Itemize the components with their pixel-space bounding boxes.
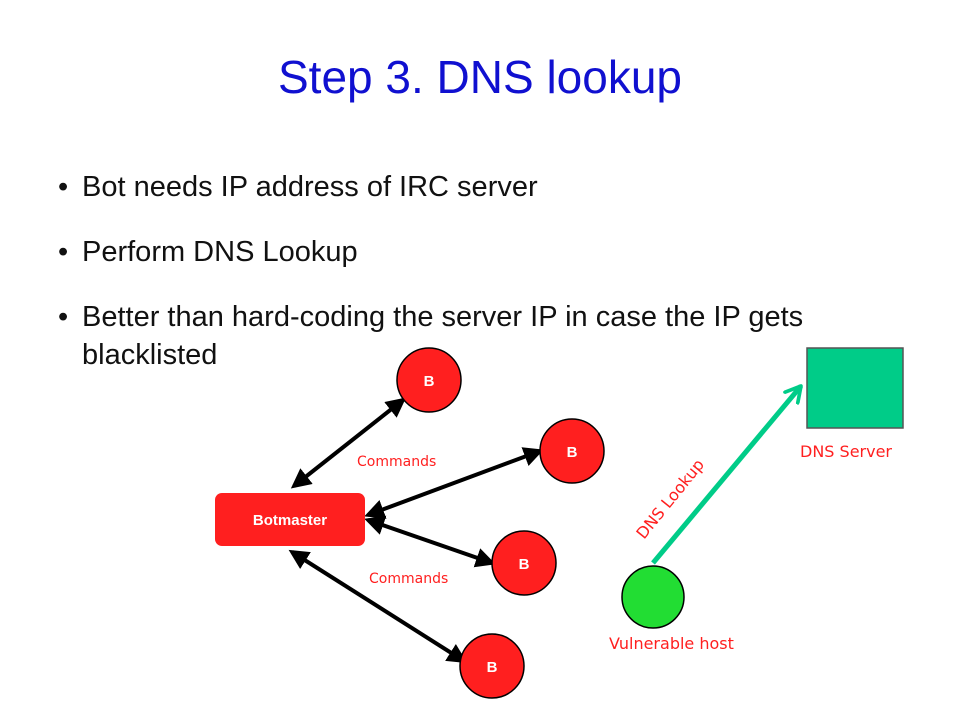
dns-server-label: DNS Server [800,442,892,461]
command-arrow-bot-2 [364,447,544,519]
dns-lookup-arrow [651,386,803,565]
bot-node-1 [396,347,462,413]
dns-lookup-label: DNS Lookup [632,455,708,542]
commands-label-bottom: Commands [369,571,448,587]
vulnerable-host-node [621,565,685,629]
bullet-item-ip-address: Bot needs IP address of IRC server [58,168,918,206]
botmaster-node [215,493,365,546]
botmaster-label: Botmaster [253,512,327,529]
bot-node-1-label: B [424,373,435,390]
bot-node-4 [459,633,525,699]
bullet-list: Bot needs IP address of IRC server Perfo… [58,168,918,401]
slide-title: Step 3. DNS lookup [277,51,682,103]
bot-node-2-label: B [567,444,578,461]
commands-label-top: Commands [357,454,436,470]
command-arrow-bot-3 [364,515,496,568]
bullet-item-dns-lookup: Perform DNS Lookup [58,233,918,271]
command-arrow-bot-4 [288,549,468,664]
command-arrow-bot-1 [290,397,407,489]
bot-node-2 [539,418,605,484]
vulnerable-host-label: Vulnerable host [609,634,734,653]
bullet-item-hard-coding: Better than hard-coding the server IP in… [58,298,918,374]
bot-node-3 [491,530,557,596]
dns-server-node [806,347,904,429]
bot-node-4-label: B [487,659,498,676]
bot-node-3-label: B [519,556,530,573]
